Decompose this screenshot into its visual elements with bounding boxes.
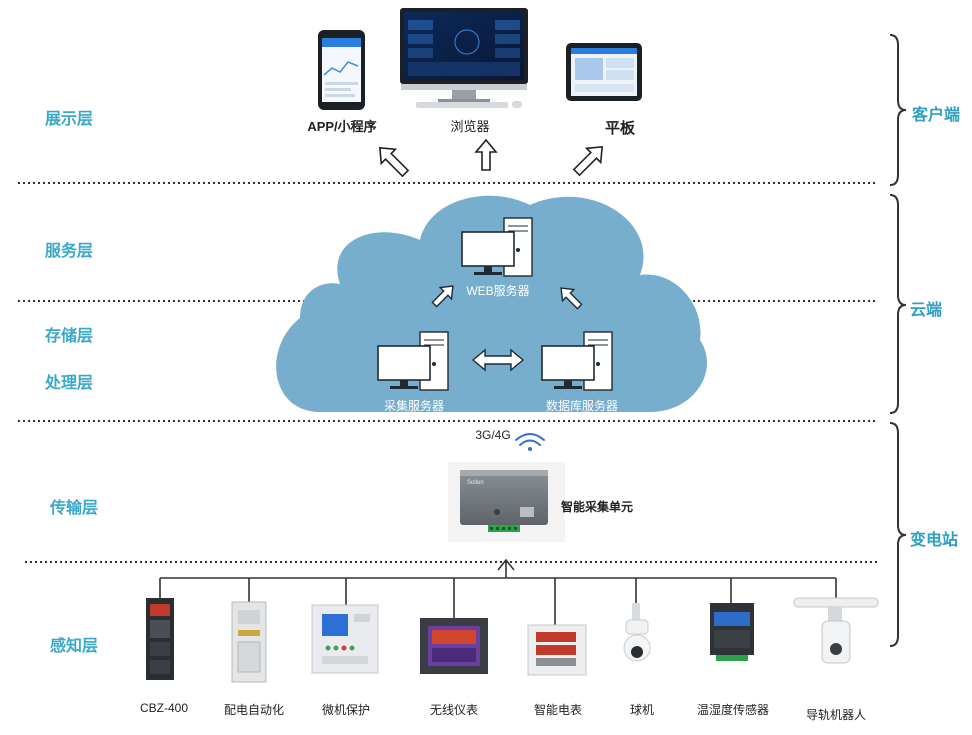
arrow-up-right-icon (572, 145, 604, 177)
client-label-tablet: 平板 (604, 120, 635, 137)
cabinet-cbz400-icon (146, 598, 174, 680)
humidity-sensor-icon (710, 603, 754, 661)
server-label-collect: 采集服务器 (383, 399, 444, 413)
client-arrows (378, 138, 604, 178)
database-server-icon (541, 331, 613, 391)
unit-brand-text: Sollen (467, 480, 484, 486)
layer-label-storage: 存储层 (45, 328, 94, 345)
phone-icon (318, 30, 365, 110)
bracket-substation (889, 422, 907, 647)
bracket-cloud (889, 194, 907, 414)
collect-server-icon (377, 331, 449, 391)
client-label-app: APP/小程序 (307, 119, 377, 134)
dome-camera-icon (623, 603, 651, 662)
smart-meter-icon (527, 624, 587, 676)
layer-label-display: 展示层 (45, 111, 94, 128)
side-label-cloud: 云端 (910, 302, 943, 319)
distribution-automation-icon (231, 601, 267, 683)
server-label-web: WEB服务器 (466, 284, 530, 298)
client-label-browser: 浏览器 (450, 119, 490, 134)
arrow-up-right-icon (431, 285, 454, 308)
bus-lines (159, 558, 837, 625)
side-label-client: 客户端 (912, 107, 961, 124)
rail-robot-icon (793, 597, 879, 664)
device-label-humidity-sensor: 温湿度传感器 (696, 703, 769, 717)
device-label-smart-meter: 智能电表 (533, 703, 582, 717)
layer-label-service: 服务层 (45, 243, 94, 260)
device-label-rail-robot: 导轨机器人 (805, 708, 866, 722)
tablet-icon (566, 43, 642, 101)
wireless-meter-icon (420, 618, 488, 674)
bracket-client (889, 34, 907, 186)
layer-label-processing: 处理层 (45, 375, 94, 392)
network-label: 3G/4G (475, 428, 511, 442)
device-label-protection: 微机保护 (321, 703, 370, 717)
wifi-icon (515, 433, 545, 451)
web-server-icon (461, 217, 533, 277)
layer-label-transport: 传输层 (50, 500, 99, 517)
side-brackets (889, 34, 907, 647)
microcomputer-protection-icon (311, 604, 379, 674)
arrow-up-left-icon (560, 287, 583, 310)
arrow-up-icon (474, 138, 498, 171)
server-label-database: 数据库服务器 (545, 399, 618, 413)
double-arrow-icon (471, 348, 525, 372)
device-label-dome-camera: 球机 (629, 703, 654, 717)
device-label-distribution-automation: 配电自动化 (223, 703, 284, 717)
side-label-substation: 变电站 (910, 532, 959, 549)
layer-label-perception: 感知层 (50, 638, 99, 655)
device-label-cbz400: CBZ-400 (139, 701, 189, 715)
cloud-arrows (431, 285, 583, 372)
collection-unit-label: 智能采集单元 (561, 500, 634, 514)
collection-unit-icon: Sollen (448, 462, 565, 542)
cloud-shape (276, 195, 707, 412)
device-label-wireless-meter: 无线仪表 (429, 703, 478, 717)
arrow-up-left-icon (378, 146, 410, 178)
monitor-icon (400, 8, 528, 108)
